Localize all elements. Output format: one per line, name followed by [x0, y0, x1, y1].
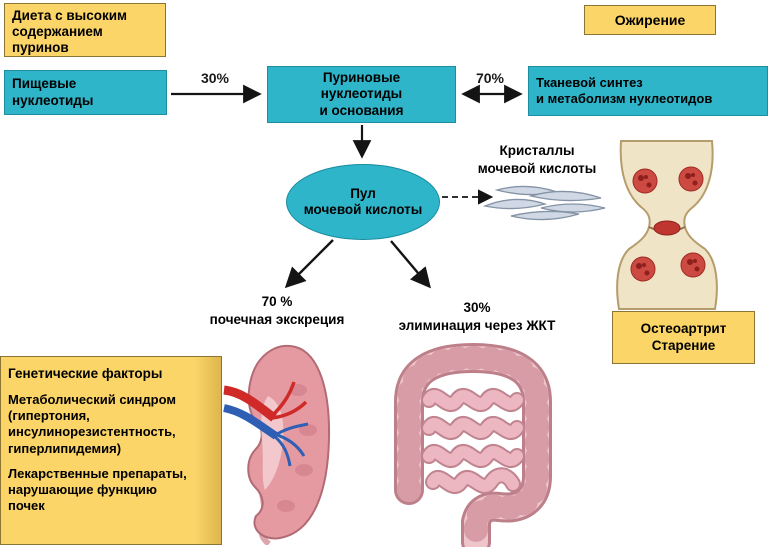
uric-acid-crystals-illustration: [483, 185, 606, 221]
metabolic-syndrome-text: Метаболический синдром (гипертония, инсу…: [8, 391, 176, 456]
arrow-pool-to-gi: [390, 240, 431, 289]
diet-box: Диета с высоким содержанием пуринов: [4, 3, 166, 57]
obesity-box: Ожирение: [584, 5, 716, 35]
nephrotoxic-drugs-text: Лекарственные препараты, нарушающие функ…: [8, 465, 187, 514]
genetic-factors-title: Генетические факторы: [8, 366, 163, 381]
genetic-factors-box: Генетические факторы Метаболический синд…: [0, 356, 222, 545]
purine-nucleotides-box: Пуриновые нуклеотиды и основания: [267, 66, 456, 123]
kidney-illustration: [223, 344, 331, 545]
tissue-synthesis-box: Тканевой синтез и метаболизм нуклеотидов: [528, 66, 768, 116]
food-nucleotides-box: Пищевые нуклеотиды: [4, 70, 167, 115]
osteoarthritic-joint-illustration: [616, 140, 718, 310]
renal-excretion-label: 70 % почечная экскреция: [209, 294, 345, 327]
arrow-pool-to-renal: [284, 239, 334, 289]
crystals-label: Кристаллы мочевой кислоты: [477, 143, 597, 176]
tissue-percent-label: 70%: [475, 70, 505, 86]
gi-elimination-label: 30% элиминация через ЖКТ: [398, 300, 556, 333]
osteoarthritis-aging-box: Остеоартрит Старение: [612, 311, 755, 364]
uric-acid-pool-ellipse: Пул мочевой кислоты: [286, 164, 440, 240]
intestine-illustration: [394, 343, 552, 547]
intake-percent-label: 30%: [200, 70, 230, 86]
